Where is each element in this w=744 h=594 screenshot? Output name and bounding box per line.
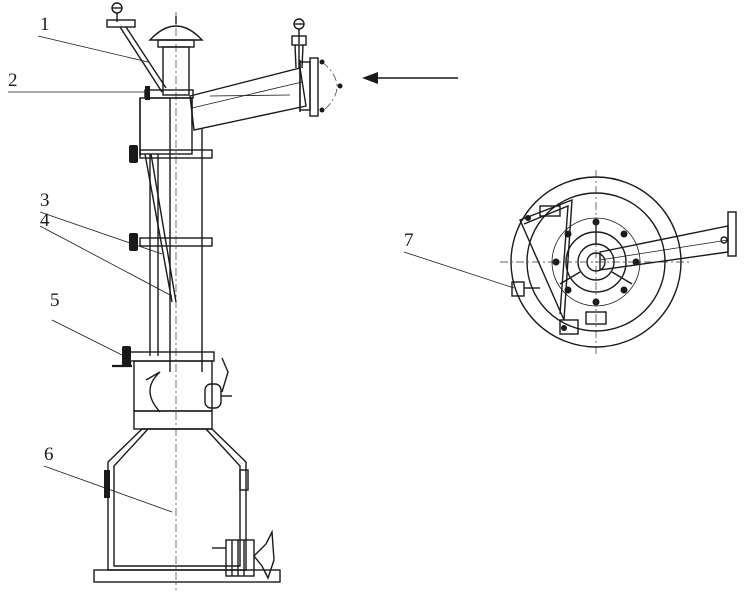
- inlet-arm: [189, 57, 319, 131]
- mid-flange-3: [112, 346, 215, 368]
- label-part-1: 1: [40, 14, 50, 35]
- upper-swivel-body: [139, 97, 193, 156]
- drive-unit: [212, 490, 275, 580]
- label-part-7: 7: [404, 230, 414, 251]
- central-column: [149, 98, 203, 372]
- top-handwheel: [106, 2, 167, 93]
- label-part-2: 2: [8, 70, 18, 91]
- leader-lines-side: [8, 35, 173, 513]
- radial-arm: [599, 211, 737, 271]
- bracket-frame: [511, 198, 607, 335]
- mid-flange-2: [129, 233, 213, 251]
- diagonal-strut: [144, 153, 177, 303]
- vent-cap: [148, 16, 204, 96]
- lower-valve: [133, 357, 232, 430]
- top-flange: [144, 89, 194, 99]
- mid-flange-1: [129, 145, 213, 163]
- arm-handwheel: [291, 18, 307, 69]
- leader-line-7: [403, 251, 515, 289]
- label-part-5: 5: [50, 290, 60, 311]
- part-labels: 1 2 3 4 5 6 7: [8, 14, 414, 465]
- label-part-3: 3: [40, 190, 50, 211]
- swing-arc: [319, 59, 343, 113]
- side-view: [8, 2, 458, 590]
- flow-arrow: [362, 72, 458, 84]
- label-part-6: 6: [44, 444, 54, 465]
- lower-vessel: [93, 428, 281, 583]
- top-view: [403, 170, 737, 354]
- label-part-4: 4: [40, 210, 50, 231]
